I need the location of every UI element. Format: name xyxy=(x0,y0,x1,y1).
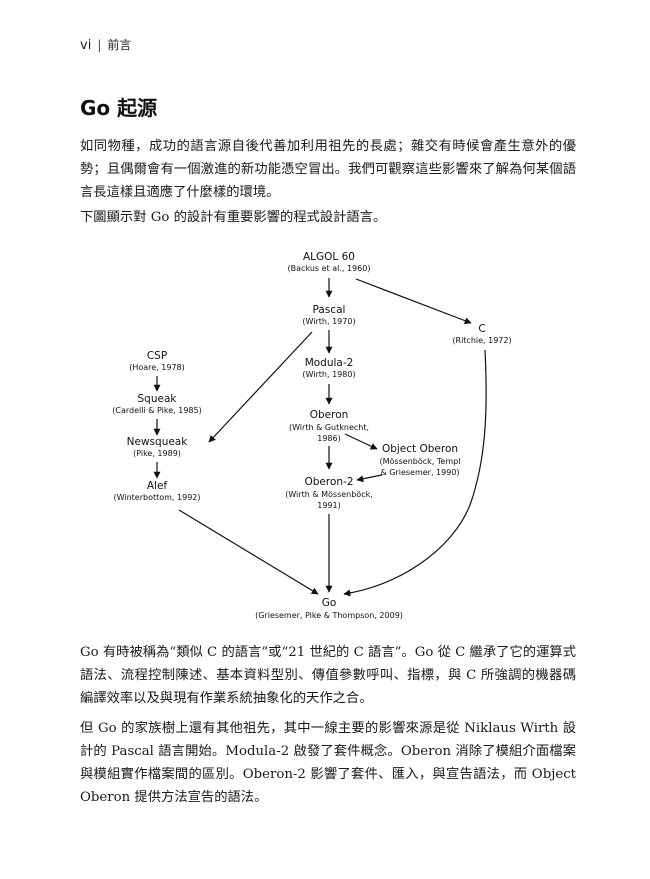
edge-alef-go xyxy=(178,509,319,595)
node-name: Squeak xyxy=(138,393,178,405)
edge-objoberon-oberon2 xyxy=(356,474,383,483)
node-go: Go (Griesemer, Pike & Thompson, 2009) xyxy=(255,597,403,620)
paragraph-intro: 如同物種，成功的語言源自後代善加利用祖先的長處；雜交有時候會產生意外的優勢；且偶… xyxy=(80,139,576,200)
node-alef: Alef (Winterbottom, 1992) xyxy=(114,480,201,502)
node-sub: (Griesemer, Pike & Thompson, 2009) xyxy=(255,611,403,620)
node-name: Go xyxy=(322,597,337,609)
diagram-edges xyxy=(153,278,487,597)
node-sub: (Backus et al., 1960) xyxy=(288,264,371,273)
node-name: ALGOL 60 xyxy=(303,251,355,263)
node-sub: (Wirth, 1970) xyxy=(302,317,355,326)
node-name: CSP xyxy=(147,350,167,362)
node-sub: (Hoare, 1978) xyxy=(129,363,185,372)
page-header: vi | 前言 xyxy=(80,36,131,53)
paragraph-figure-intro: 下圖顯示對 Go 的設計有重要影響的程式設計語言。 xyxy=(80,210,387,225)
node-name: Oberon xyxy=(310,409,349,421)
node-sub: (Pike, 1989) xyxy=(133,449,181,458)
node-name: Object Oberon xyxy=(382,443,458,455)
paragraph-wirth-heritage: 但 Go 的家族樹上還有其他祖先，其中一線主要的影響來源是從 Niklaus W… xyxy=(80,721,576,805)
node-oberon2: Oberon-2 (Wirth & Mössenböck, 1991) xyxy=(285,476,373,510)
node-sub: (Winterbottom, 1992) xyxy=(114,493,201,502)
node-squeak: Squeak (Cardelli & Pike, 1985) xyxy=(112,393,201,415)
node-sub: (Wirth, 1980) xyxy=(302,370,355,379)
node-csp: CSP (Hoare, 1978) xyxy=(129,350,185,372)
node-name: Modula-2 xyxy=(305,357,354,369)
node-name: Pascal xyxy=(313,304,346,316)
node-sub: & Griesemer, 1990) xyxy=(380,468,459,477)
node-sub: (Mössenböck, Templ xyxy=(380,457,461,466)
node-algol: ALGOL 60 (Backus et al., 1960) xyxy=(288,251,371,273)
node-newsqueak: Newsqueak (Pike, 1989) xyxy=(127,436,189,458)
page-number: vi xyxy=(80,38,92,53)
node-sub: (Cardelli & Pike, 1985) xyxy=(112,406,201,415)
node-name: Oberon-2 xyxy=(304,476,353,488)
section-title: Go 起源 xyxy=(80,96,158,120)
node-pascal: Pascal (Wirth, 1970) xyxy=(302,304,355,326)
node-sub: 1991) xyxy=(317,501,340,510)
node-oberon: Oberon (Wirth & Gutknecht, 1986) xyxy=(289,409,369,443)
node-sub: 1986) xyxy=(317,434,340,443)
header-separator: | xyxy=(97,38,102,52)
node-name: Alef xyxy=(147,480,168,492)
edge-oberon-objoberon xyxy=(344,433,378,450)
node-sub: (Ritchie, 1972) xyxy=(452,336,511,345)
node-modula: Modula-2 (Wirth, 1980) xyxy=(302,357,355,379)
edge-pascal-newsqueak xyxy=(208,331,313,443)
node-name: Newsqueak xyxy=(127,436,189,448)
edge-algol-c xyxy=(355,278,472,325)
node-objoberon: Object Oberon (Mössenböck, Templ & Gries… xyxy=(380,443,461,477)
node-sub: (Wirth & Gutknecht, xyxy=(289,423,369,432)
node-c: C (Ritchie, 1972) xyxy=(452,323,511,345)
section-name: 前言 xyxy=(107,38,132,52)
node-sub: (Wirth & Mössenböck, xyxy=(285,490,373,499)
paragraph-c-heritage: Go 有時被稱為“類似 C 的語言”或“21 世紀的 C 語言”。Go 從 C … xyxy=(80,645,576,706)
node-name: C xyxy=(478,323,485,335)
edge-c-go xyxy=(343,349,487,597)
